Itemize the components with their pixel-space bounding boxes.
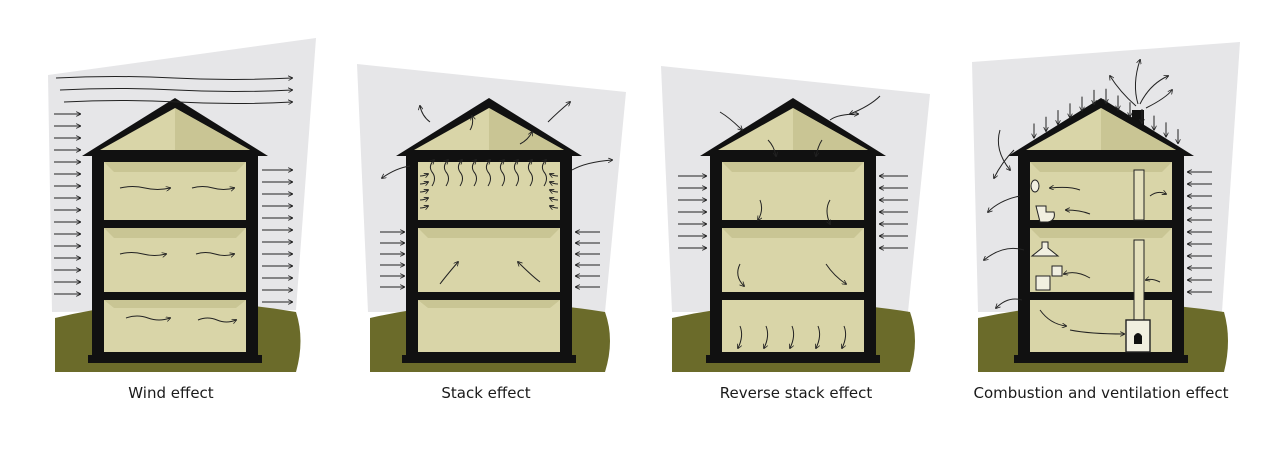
airflow-arrow: [984, 247, 1025, 260]
airflow-arrow: [419, 206, 428, 208]
airflow-arrow: [59, 89, 292, 92]
panel-combustion-ventilation: [972, 42, 1240, 372]
airflow-arrow: [571, 160, 612, 171]
airflow-arrow: [758, 199, 762, 220]
airflow-arrow: [382, 165, 411, 178]
airflow-arrow: [125, 315, 170, 320]
airflow-arrow: [827, 199, 830, 224]
airflow-arrow: [191, 186, 234, 190]
airflow-arrow: [1064, 273, 1091, 279]
airflow-arrow: [829, 114, 858, 121]
airflow-arrow: [430, 160, 434, 187]
house: [82, 98, 268, 363]
airflow-arrow: [1134, 60, 1140, 105]
airflow-arrow: [550, 174, 559, 176]
stack-arrows: [380, 102, 612, 287]
airflow-arrow: [419, 174, 428, 176]
reverse-stack-arrows: [678, 95, 908, 348]
caption-combustion-ventilation-effect: Combustion and ventilation effect: [973, 384, 1229, 402]
airflow-arrow: [55, 77, 292, 80]
airflow-arrow: [1149, 192, 1166, 197]
caption-stack-effect: Stack effect: [441, 384, 531, 402]
airflow-arrow: [119, 252, 166, 256]
airflow-arrow: [767, 139, 776, 156]
airflow-arrow: [519, 132, 532, 145]
airflow-arrow: [1069, 329, 1124, 334]
airflow-arrow: [1139, 76, 1168, 105]
appliance-icon: [1051, 265, 1063, 277]
airflow-arrow: [738, 325, 743, 348]
caption-reverse-stack-effect: Reverse stack effect: [719, 384, 873, 402]
airflow-arrow: [419, 190, 428, 192]
airflow-arrow: [790, 325, 795, 348]
house: [700, 98, 886, 363]
airflow-arrow: [1039, 309, 1066, 326]
airflow-arrow: [439, 262, 458, 285]
airflow-arrow: [997, 129, 1010, 170]
chimney-flue-lower: [1133, 239, 1145, 321]
airflow-arrow: [469, 116, 473, 131]
airflow-arrow: [550, 198, 559, 200]
furnace-flame-icon: [1134, 333, 1142, 344]
airflow-arrow: [419, 182, 428, 184]
airflow-arrow: [842, 325, 847, 348]
airflow-arrow: [472, 160, 476, 187]
airflow-arrow: [444, 160, 448, 187]
airflow-arrow: [1110, 76, 1137, 107]
airflow-arrow: [1146, 279, 1161, 283]
airflow-arrow: [420, 106, 431, 123]
panel-stack: [357, 64, 626, 372]
airflow-arrow: [764, 325, 769, 348]
airflow-arrow: [1066, 210, 1091, 215]
airflow-arrow: [458, 160, 462, 187]
airflow-arrow: [816, 325, 821, 348]
airflow-arrow: [486, 160, 490, 187]
airflow-arrow: [550, 206, 559, 208]
airflow-arrow: [996, 298, 1023, 308]
airflow-arrow: [542, 160, 546, 187]
panel-wind: [48, 38, 316, 372]
airflow-arrow: [528, 160, 532, 187]
airflow-arrow: [719, 111, 742, 130]
airflow-arrow: [197, 317, 236, 322]
airflow-arrow: [550, 190, 559, 192]
range-hood-icon: [1030, 241, 1060, 257]
airflow-arrow: [1145, 90, 1172, 109]
airflow-arrow: [518, 262, 541, 283]
airflow-arrow: [550, 182, 559, 184]
airflow-arrow: [737, 263, 744, 286]
airflow-arrow: [419, 198, 428, 200]
airflow-arrow: [547, 102, 570, 123]
airflow-arrow: [63, 101, 292, 104]
toilet-icon: [1035, 205, 1055, 223]
combustion-arrows: [984, 60, 1212, 334]
caption-wind-effect: Wind effect: [128, 384, 214, 402]
panel-reverse-stack: [661, 66, 930, 372]
airflow-arrow: [119, 186, 170, 190]
airflow-arrow: [994, 149, 1015, 178]
chimney-flue: [1133, 169, 1145, 221]
airflow-arrow: [988, 195, 1021, 212]
airflow-arrow: [195, 252, 234, 256]
dryer-icon: [1035, 275, 1051, 291]
airflow-arrow: [500, 160, 504, 187]
wind-arrows: [54, 77, 292, 323]
airflow-arrow: [850, 95, 881, 114]
airflow-arrow: [825, 263, 846, 284]
exhaust-fan-icon: [1030, 179, 1040, 193]
airflow-arrow: [514, 160, 518, 187]
airflow-arrow: [1050, 187, 1081, 191]
airflow-arrow: [816, 139, 823, 156]
